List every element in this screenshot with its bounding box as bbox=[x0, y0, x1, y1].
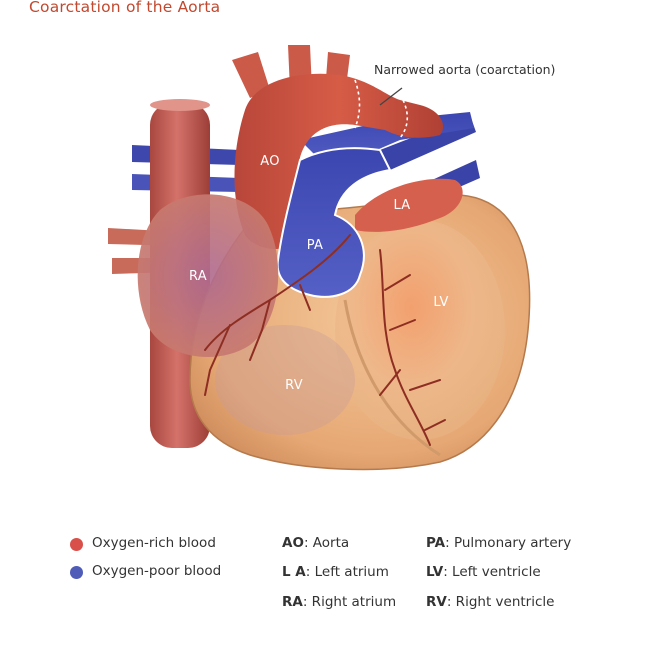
legend-la-abbr: L A bbox=[282, 564, 306, 580]
legend-rv-name: : Right ventricle bbox=[447, 594, 555, 610]
legend-pa-abbr: PA bbox=[426, 535, 445, 551]
legend-pa-name: : Pulmonary artery bbox=[445, 535, 571, 551]
right-atrium bbox=[138, 194, 279, 357]
legend-ra-name: : Right atrium bbox=[303, 594, 396, 610]
legend-pa: PA: Pulmonary artery bbox=[426, 535, 571, 551]
legend-lv-name: : Left ventricle bbox=[443, 564, 540, 580]
legend-la-name: : Left atrium bbox=[306, 564, 389, 580]
legend-ra-abbr: RA bbox=[282, 594, 303, 610]
label-la: LA bbox=[393, 198, 410, 213]
label-ra: RA bbox=[189, 269, 207, 284]
legend-lv: LV: Left ventricle bbox=[426, 564, 541, 580]
legend-ra: RA: Right atrium bbox=[282, 594, 396, 610]
label-ao: AO bbox=[260, 154, 280, 169]
legend-lv-abbr: LV bbox=[426, 564, 443, 580]
oxygen-rich-dot bbox=[70, 538, 83, 551]
legend-oxygen-rich: Oxygen-rich blood bbox=[92, 535, 216, 551]
legend-la: L A: Left atrium bbox=[282, 564, 389, 580]
label-rv: RV bbox=[285, 378, 303, 393]
legend-ao-abbr: AO bbox=[282, 535, 304, 551]
legend-rv-abbr: RV bbox=[426, 594, 447, 610]
callout-label: Narrowed aorta (coarctation) bbox=[374, 62, 555, 77]
legend-ao: AO: Aorta bbox=[282, 535, 349, 551]
oxygen-poor-dot bbox=[70, 566, 83, 579]
legend-ao-name: : Aorta bbox=[304, 535, 349, 551]
label-pa: PA bbox=[307, 238, 324, 253]
label-lv: LV bbox=[433, 295, 448, 310]
legend-oxygen-poor: Oxygen-poor blood bbox=[92, 563, 221, 579]
legend-rv: RV: Right ventricle bbox=[426, 594, 554, 610]
